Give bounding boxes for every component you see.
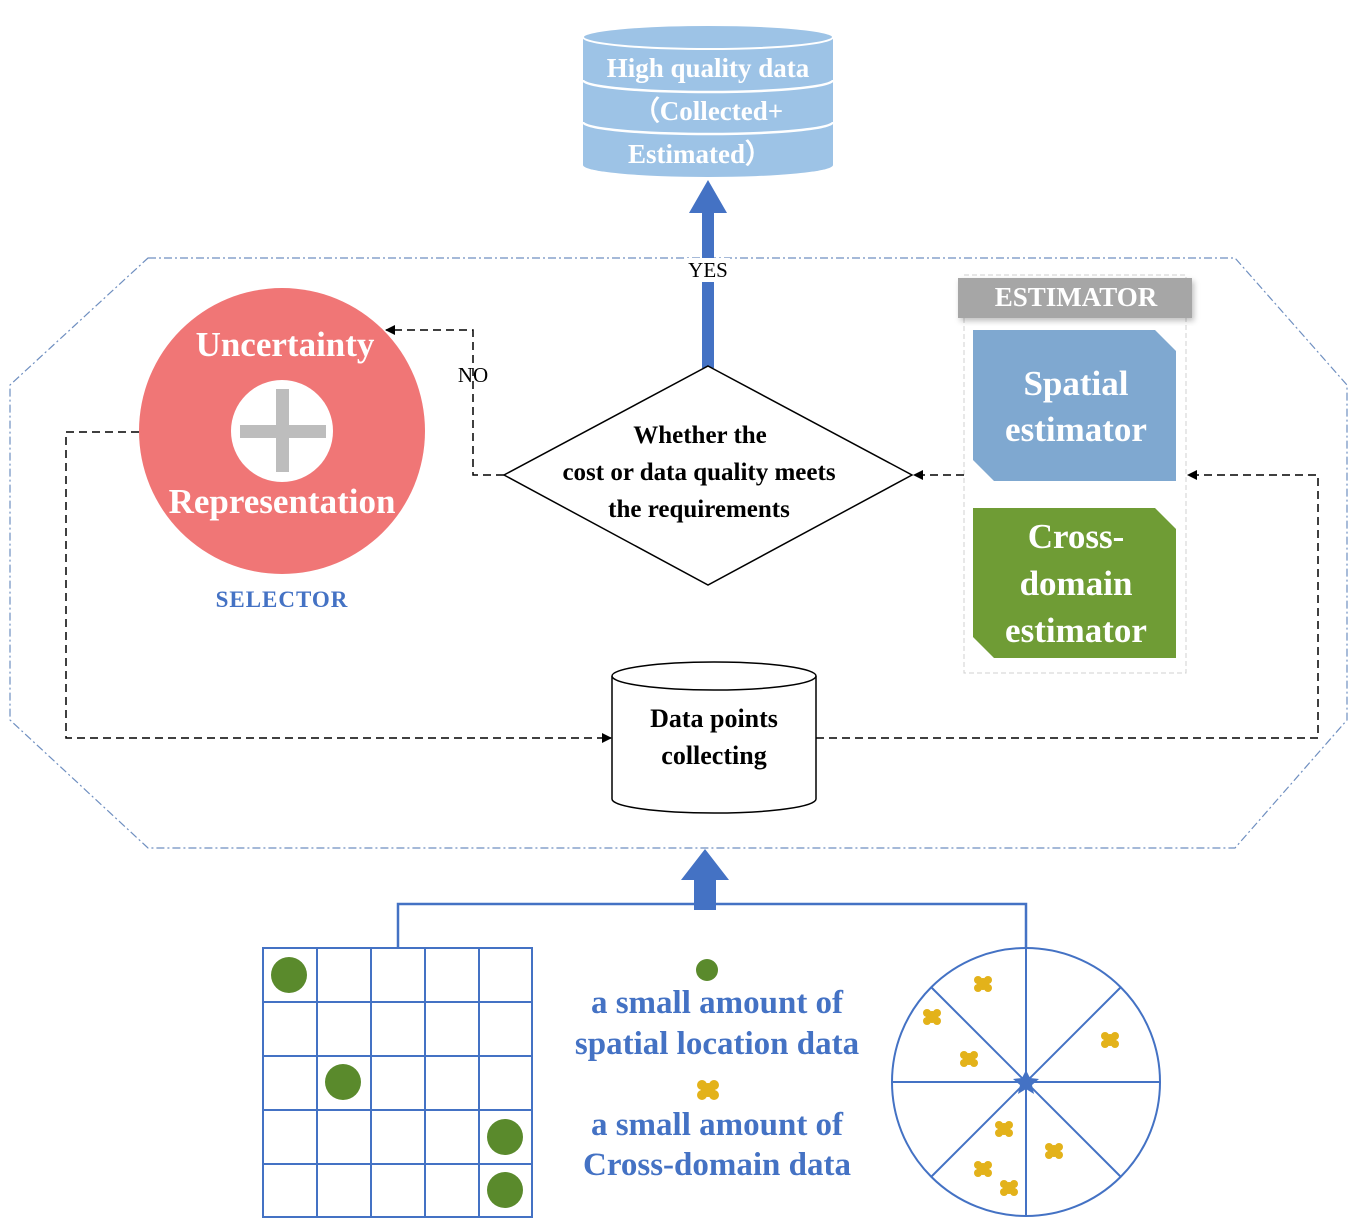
spatial-points xyxy=(271,957,523,1208)
legend-cross-line-2: Cross-domain data xyxy=(583,1147,851,1183)
estimator-header xyxy=(958,278,1192,318)
yellow-blob-icon xyxy=(697,1080,719,1100)
yes-arrow xyxy=(686,180,730,368)
spatial-point xyxy=(487,1172,523,1208)
decision-line-2: cost or data quality meets xyxy=(562,459,835,486)
no-arrow xyxy=(385,325,504,476)
estimator-panel: ESTIMATOR Spatial estimator Cross- domai… xyxy=(958,274,1192,674)
collector-to-estimator-arrow xyxy=(816,470,1319,739)
high-quality-data-database: High quality data （Collected+ Estimated） xyxy=(581,24,835,177)
spatial-point xyxy=(271,957,307,993)
cross-estimator-line-1: Cross- xyxy=(1028,517,1125,556)
legend-spatial-line-2: spatial location data xyxy=(575,1026,859,1062)
spatial-estimator-line-2: estimator xyxy=(1005,410,1147,449)
database-line-1: High quality data xyxy=(607,53,810,83)
legend-cross-line-1: a small amount of xyxy=(591,1107,844,1143)
spatial-grid xyxy=(262,947,533,1218)
input-arrow xyxy=(396,849,1028,947)
decision-line-3: the requirements xyxy=(608,496,790,523)
selector: Uncertainty Representation xyxy=(139,288,425,574)
collector-line-2: collecting xyxy=(661,741,766,770)
estimator-header-label: ESTIMATOR xyxy=(995,282,1158,312)
selector-to-collector-arrow xyxy=(65,431,612,743)
cross-estimator-line-3: estimator xyxy=(1005,611,1147,650)
cross-domain-point xyxy=(974,976,992,992)
database-line-2: （Collected+ xyxy=(633,96,783,126)
spatial-point xyxy=(325,1064,361,1100)
cross-domain-point xyxy=(923,1009,941,1025)
yes-label: YES xyxy=(688,258,728,282)
spatial-estimator-line-1: Spatial xyxy=(1023,364,1128,403)
cross-domain-point xyxy=(1101,1032,1119,1048)
cross-domain-point xyxy=(1000,1180,1018,1196)
cross-domain-point xyxy=(960,1051,978,1067)
no-label: NO xyxy=(458,363,488,387)
selector-caption: SELECTOR xyxy=(216,587,349,612)
data-points-collecting: Data points collecting xyxy=(611,661,817,814)
plus-icon xyxy=(240,389,326,472)
spatial-point xyxy=(487,1119,523,1155)
cross-domain-point xyxy=(1045,1143,1063,1159)
center-star-icon xyxy=(1013,1070,1039,1094)
spatial-estimator xyxy=(973,330,1176,481)
system-boundary xyxy=(9,257,1348,849)
decision-diamond: Whether the cost or data quality meets t… xyxy=(502,365,914,586)
decision-line-1: Whether the xyxy=(633,422,767,449)
legend-spatial-line-1: a small amount of xyxy=(591,985,844,1021)
selector-bottom-label: Representation xyxy=(169,482,396,521)
cross-domain-estimator xyxy=(973,508,1176,658)
cross-domain-point xyxy=(995,1121,1013,1137)
cross-domain-points xyxy=(923,976,1119,1196)
selector-top-label: Uncertainty xyxy=(196,325,375,364)
green-dot-icon xyxy=(696,959,718,981)
cross-estimator-line-2: domain xyxy=(1020,564,1133,603)
database-line-3: Estimated） xyxy=(628,139,772,169)
cross-domain-point xyxy=(974,1161,992,1177)
collector-line-1: Data points xyxy=(650,704,778,733)
